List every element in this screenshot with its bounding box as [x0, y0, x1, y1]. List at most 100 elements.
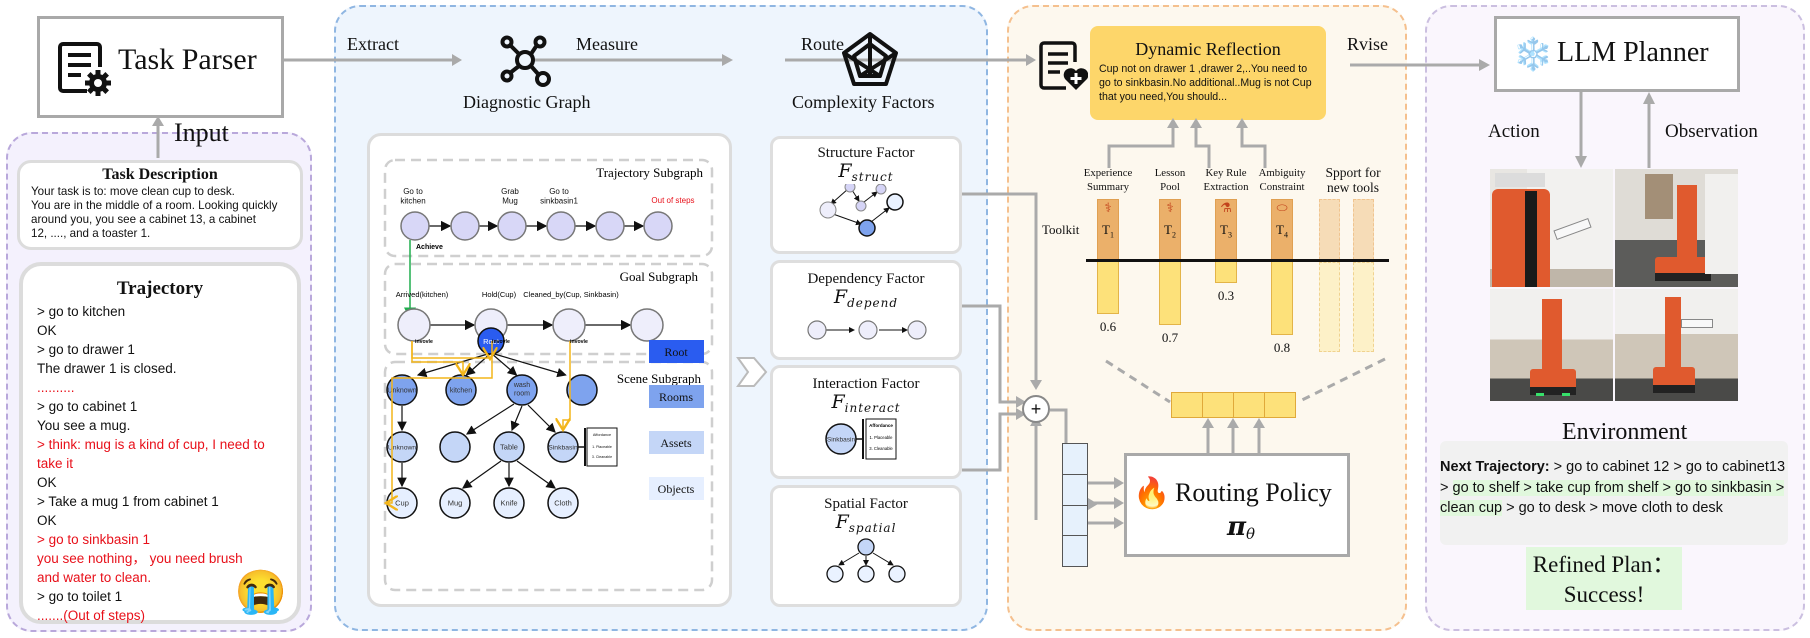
factor-symbol: Fspatial	[835, 511, 897, 536]
interaction-factor-graph: Sinkbasin Affordance 1. Placeable 3. Cle…	[825, 418, 897, 460]
room-node-label: Unknown	[387, 388, 416, 395]
dependency-factor-card[interactable]: Dependency Factor Fdepend	[770, 260, 962, 360]
robot-photo-3[interactable]	[1490, 289, 1613, 401]
factor-connectors: +	[962, 192, 1098, 520]
tool-id: T1	[1102, 222, 1114, 240]
object-node-label: Mug	[448, 499, 463, 508]
feature-cell	[1062, 536, 1088, 567]
task-description-card: Task Description Your task is to: move c…	[17, 160, 303, 250]
room-node	[386, 374, 418, 406]
revise-label: Rvise	[1347, 34, 1389, 54]
toolkit-baseline	[1086, 259, 1389, 262]
interaction-factor-card[interactable]: Interaction Factor Finteract Sinkbasin A…	[770, 365, 962, 479]
trajectory-subgraph-title: Trajectory Subgraph	[596, 165, 703, 180]
trajectory-line: OK	[37, 513, 57, 528]
tool-2-head[interactable]: ⚕T2	[1159, 199, 1181, 260]
task-parser-title: Task Parser	[118, 43, 257, 76]
legend-swatch	[649, 477, 704, 500]
tool-2-score-bar	[1159, 261, 1181, 325]
tool-3-head[interactable]: ⚗T3	[1215, 199, 1237, 260]
room-node	[506, 374, 538, 406]
feature-cell	[1062, 474, 1088, 506]
next-trajectory-text: Next Trajectory: > go to cabinet 12 > go…	[1440, 457, 1788, 519]
scene-edge	[490, 352, 567, 378]
toolkit-label: Toolkit	[1042, 222, 1080, 237]
llm-planner-box[interactable]: ❄️ LLM Planner	[1494, 16, 1740, 92]
new-tool-slot-bar	[1353, 262, 1374, 352]
action-observation-arrows	[1575, 92, 1655, 168]
feature-cell	[1062, 505, 1088, 537]
snowflake-emoji: ❄️	[1513, 36, 1553, 72]
graph-network-icon	[500, 35, 551, 87]
trajectory-node	[450, 211, 480, 241]
task-parser-box[interactable]: Task Parser	[37, 16, 284, 118]
trajectory-node	[546, 211, 576, 241]
spatial-factor-card[interactable]: Spatial Factor Fspatial	[770, 485, 962, 607]
trajectory-title: Trajectory	[116, 278, 204, 299]
tool-id: T2	[1164, 222, 1176, 240]
routing-policy-box[interactable]: 🔥 Routing Policy πθ	[1124, 453, 1350, 557]
scene-edge	[516, 460, 556, 489]
affordance-title: Affordance	[593, 433, 611, 437]
trajectory-line: you see nothing， you need brush	[37, 551, 243, 566]
weight-cell	[1171, 392, 1203, 418]
involve-edge	[411, 341, 463, 375]
input-arrow	[152, 116, 164, 158]
robot-photo-4[interactable]	[1615, 289, 1738, 401]
tool-3-score-bar	[1215, 261, 1237, 283]
interaction-node-label: Sinkbasin	[827, 437, 856, 444]
robot-photo-grid	[1490, 169, 1738, 401]
tool-id: T3	[1220, 222, 1232, 240]
measure-label: Measure	[576, 34, 638, 54]
dynamic-reflection-box[interactable]: Dynamic Reflection Cup not on drawer 1 ,…	[1090, 26, 1326, 120]
weight-vector	[1171, 392, 1296, 418]
pill-icon: ⬭	[1276, 201, 1288, 216]
diagnostic-graph-svg: Trajectory Subgraph Goal Subgraph Scene …	[360, 158, 714, 592]
input-label: Input	[174, 118, 229, 147]
affordance-item: 3. Cleanable	[592, 455, 612, 459]
top-flow-arrows	[284, 54, 1490, 71]
tool-1-head[interactable]: ⚕ T1	[1097, 199, 1119, 260]
trajectory-line: > go to toilet 1	[37, 589, 123, 604]
weight-cell	[1234, 392, 1265, 418]
goal-node-label: Hold(Cup)	[482, 290, 517, 299]
feature-vector	[1062, 443, 1088, 567]
trajectory-node	[643, 211, 673, 241]
stethoscope-icon: ⚕	[1104, 201, 1112, 216]
crying-face-emoji: 😭	[234, 570, 287, 616]
tool-4-head[interactable]: ⬭ T4	[1271, 199, 1293, 260]
dynamic-reflection-title: Dynamic Reflection	[1135, 39, 1281, 59]
tool-id: T4	[1276, 222, 1288, 240]
tool-4-score-bar	[1271, 261, 1293, 335]
trajectory-line: > Take a mug 1 from cabinet 1	[37, 494, 219, 509]
asset-node-label: Table	[500, 443, 518, 452]
task-description-title: Task Description	[102, 166, 218, 183]
tool-score-label: 0.7	[1161, 330, 1179, 345]
object-node-label: Knife	[500, 499, 517, 508]
room-node-label: kitchen	[450, 388, 472, 395]
routing-policy-title: Routing Policy	[1175, 478, 1332, 507]
object-node-label: Cloth	[554, 499, 572, 508]
factor-symbol: Finteract	[831, 391, 901, 416]
object-node	[493, 487, 525, 519]
out-of-steps-label: Out of steps	[651, 196, 694, 205]
trajectory-line: and water to clean.	[37, 570, 152, 585]
scene-edge	[510, 405, 523, 432]
structure-factor-card[interactable]: Structure Factor Fstruct	[770, 136, 962, 254]
robot-photo-2[interactable]	[1615, 169, 1738, 287]
chevron-arrow	[736, 357, 768, 387]
dynamic-reflection-text: Cup not on drawer 1 ,drawer 2,..You need…	[1099, 63, 1312, 103]
trajectory-line: take it	[37, 456, 74, 471]
trajectory-line: ..........	[37, 380, 75, 395]
sum-node	[1022, 395, 1050, 423]
plus-icon: +	[1031, 399, 1042, 419]
robot-photo-1[interactable]	[1490, 169, 1613, 287]
tool-name: Key Rule Extraction	[1203, 167, 1249, 193]
tool-1-score-bar	[1097, 261, 1119, 314]
diagnostic-graph-title: Diagnostic Graph	[463, 92, 591, 112]
new-tools-label: Spport for new tools	[1325, 165, 1381, 195]
